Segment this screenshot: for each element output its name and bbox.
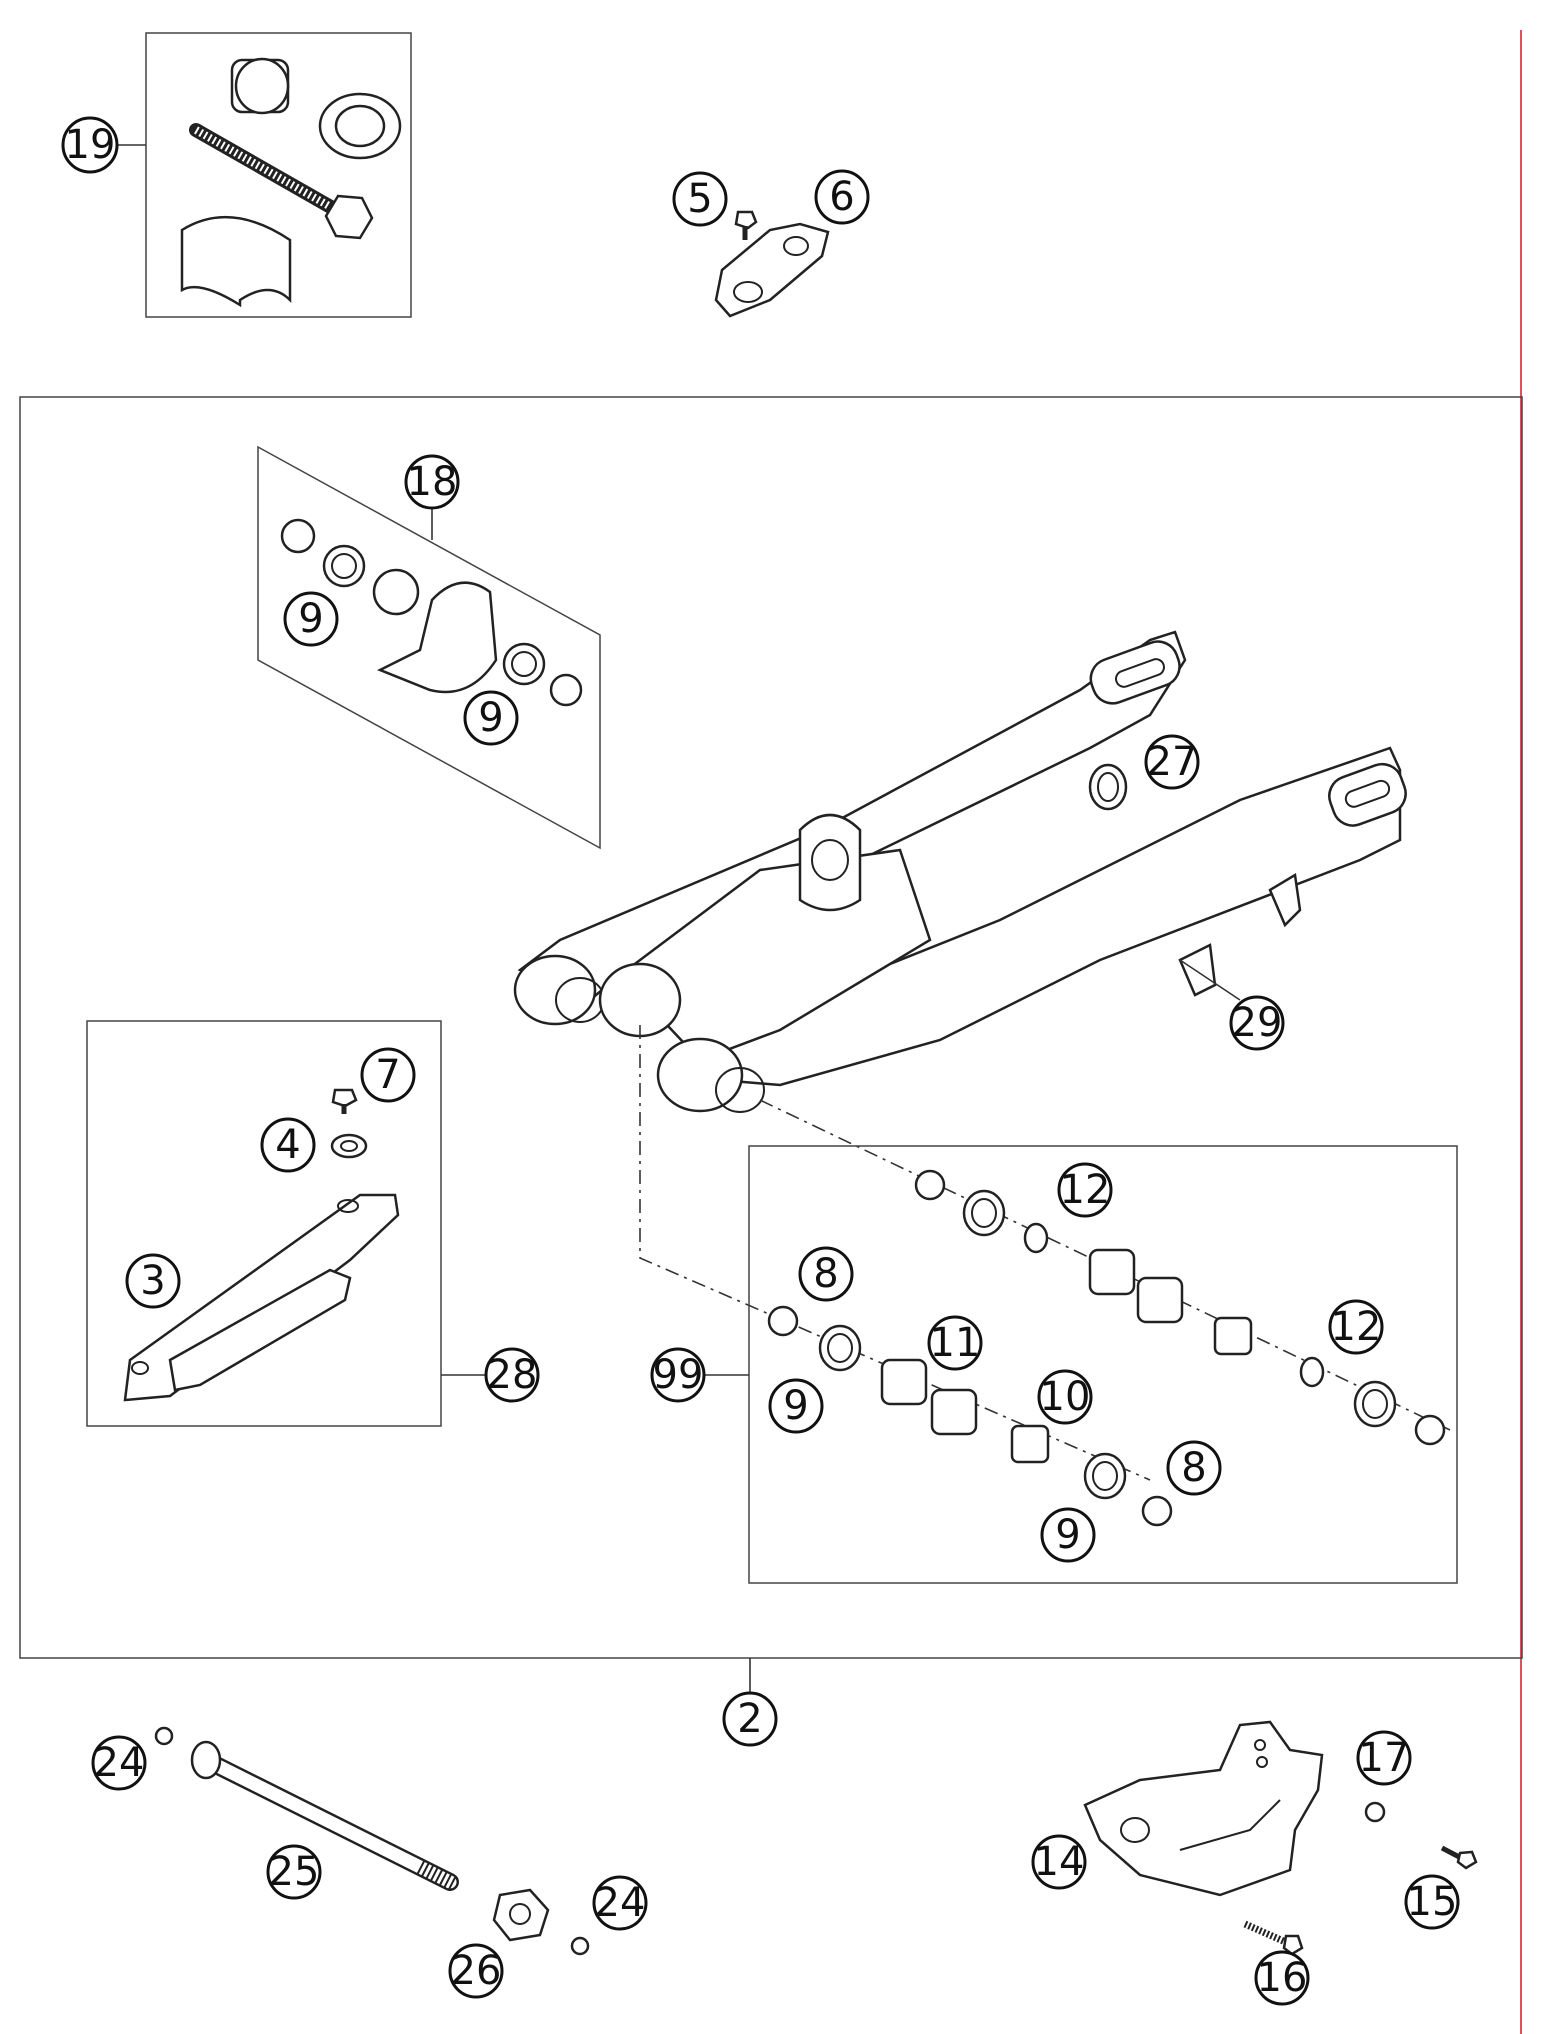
kit-18-group: 18 9 9 (257, 445, 601, 850)
svg-text:27: 27 (1147, 739, 1198, 785)
svg-text:26: 26 (451, 1948, 502, 1994)
callout-28: 28 (484, 1347, 540, 1403)
bolt-16-part (1243, 1920, 1304, 1956)
axle-cap-part (154, 1726, 174, 1746)
cup-part (318, 92, 402, 160)
bushing-part (230, 57, 290, 115)
callout-26: 26 (448, 1943, 504, 1999)
chain-slider-kit-28: 7 4 3 28 (86, 1020, 540, 1427)
callout-9-upper: 9 (283, 591, 339, 647)
callout-5: 5 (672, 171, 728, 227)
bearing-row-18 (280, 518, 583, 707)
kit-99-box (748, 1145, 1458, 1584)
svg-text:9: 9 (478, 695, 503, 741)
kit-19-box (145, 32, 412, 318)
axle-cap-part-2 (570, 1936, 590, 1956)
pivot-axle-group: 24 25 24 26 (91, 1726, 648, 1999)
chain-adjuster-27 (1088, 763, 1128, 811)
svg-text:3: 3 (140, 1258, 165, 1304)
svg-text:25: 25 (269, 1849, 320, 1895)
callout-24-left: 24 (91, 1735, 147, 1791)
svg-text:9: 9 (298, 596, 323, 642)
callout-14: 14 (1031, 1834, 1087, 1890)
svg-text:19: 19 (65, 122, 116, 168)
nut-17-part (1364, 1801, 1386, 1823)
pivot-axle-part (190, 1740, 459, 1893)
callout-12-upper: 12 (1057, 1162, 1113, 1218)
screw-7-part (331, 1088, 358, 1114)
svg-text:16: 16 (1257, 1955, 1308, 2001)
screw-15-part (1440, 1845, 1478, 1870)
svg-text:12: 12 (1060, 1167, 1111, 1213)
svg-text:8: 8 (813, 1251, 838, 1297)
svg-text:18: 18 (407, 459, 458, 505)
svg-text:8: 8 (1181, 1445, 1206, 1491)
svg-text:99: 99 (653, 1352, 704, 1398)
axle-nut-part (492, 1888, 550, 1942)
callout-11: 11 (927, 1315, 983, 1371)
callout-18: 18 (404, 454, 460, 510)
svg-text:2: 2 (737, 1696, 762, 1742)
kit-19-group: 19 (61, 32, 412, 318)
svg-text:7: 7 (375, 1052, 400, 1098)
callout-10: 10 (1037, 1369, 1093, 1425)
svg-text:29: 29 (1232, 1000, 1283, 1046)
chain-guide-part (1083, 1720, 1324, 1897)
callout-24-right: 24 (592, 1875, 648, 1931)
bearing-kit-99: 12 8 12 11 99 9 10 8 (650, 1145, 1458, 1584)
swingarm-body (513, 630, 1407, 1113)
svg-text:24: 24 (94, 1740, 145, 1786)
callout-27: 27 (1144, 734, 1200, 790)
chain-guide-group: 17 14 15 16 (1031, 1720, 1478, 2006)
half-sleeve-part (180, 215, 292, 308)
callout-2: 2 (722, 1691, 778, 1747)
callout-19: 19 (61, 116, 119, 174)
small-screw-part (734, 210, 758, 240)
swingarm-assembly-frame (19, 396, 1523, 1659)
guide-piece-part (714, 222, 830, 318)
callout-8-upper: 8 (798, 1246, 854, 1302)
svg-text:4: 4 (275, 1122, 300, 1168)
threaded-bolt-part (189, 123, 374, 240)
svg-text:11: 11 (930, 1320, 981, 1366)
svg-text:10: 10 (1040, 1374, 1091, 1420)
callout-8-lower: 8 (1166, 1440, 1222, 1496)
svg-text:5: 5 (687, 176, 712, 222)
callout-3: 3 (125, 1253, 181, 1309)
svg-text:6: 6 (829, 174, 854, 220)
chain-slider-part (123, 1193, 400, 1402)
callout-29: 29 (1229, 995, 1285, 1051)
callout-4: 4 (260, 1117, 316, 1173)
svg-text:9: 9 (1055, 1512, 1080, 1558)
svg-text:24: 24 (595, 1880, 646, 1926)
callout-16: 16 (1254, 1950, 1310, 2006)
callout-12-lower: 12 (1328, 1299, 1384, 1355)
kit-18-panel (257, 445, 601, 850)
svg-text:28: 28 (487, 1352, 538, 1398)
callout-99: 99 (650, 1347, 706, 1403)
callout-9-bottom: 9 (1040, 1507, 1096, 1563)
svg-text:12: 12 (1331, 1304, 1382, 1350)
kit-28-box (86, 1020, 442, 1427)
callout-9-lower: 9 (463, 690, 519, 746)
svg-text:9: 9 (783, 1383, 808, 1429)
callout-15: 15 (1404, 1874, 1460, 1930)
washer-4-part (330, 1133, 368, 1159)
callout-6: 6 (814, 169, 870, 225)
callout-7: 7 (360, 1047, 416, 1103)
callout-9-left: 9 (768, 1378, 824, 1434)
callout-17: 17 (1356, 1730, 1412, 1786)
callout-25: 25 (266, 1844, 322, 1900)
svg-text:14: 14 (1034, 1839, 1085, 1885)
svg-text:15: 15 (1407, 1879, 1458, 1925)
guide-parts-5-6: 5 6 (672, 169, 870, 318)
svg-text:17: 17 (1359, 1735, 1410, 1781)
